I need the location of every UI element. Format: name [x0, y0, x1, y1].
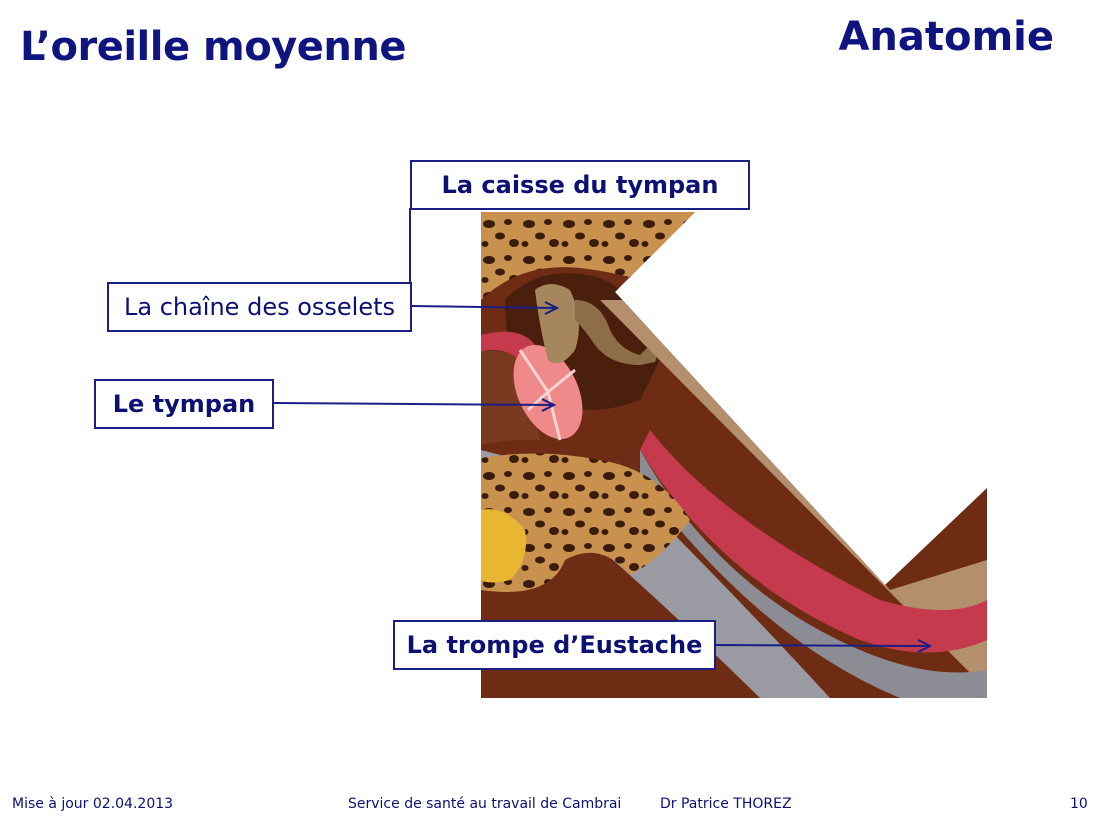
section-title: Anatomie: [838, 14, 1054, 60]
tympan-membrane: [513, 344, 583, 441]
label-chaine-des-osselets: La chaîne des osselets: [107, 282, 412, 332]
footer-date: Mise à jour 02.04.2013: [12, 796, 174, 812]
footer-author: Dr Patrice THOREZ: [660, 796, 792, 812]
label-tympan: Le tympan: [94, 379, 274, 429]
footer-page-number: 10: [1070, 796, 1088, 812]
slide-title: L’oreille moyenne: [20, 24, 406, 70]
label-caisse-du-tympan: La caisse du tympan: [410, 160, 750, 210]
label-trompe-eustache: La trompe d’Eustache: [393, 620, 716, 670]
ossicles: [535, 284, 657, 365]
footer-service: Service de santé au travail de Cambrai: [348, 796, 622, 812]
